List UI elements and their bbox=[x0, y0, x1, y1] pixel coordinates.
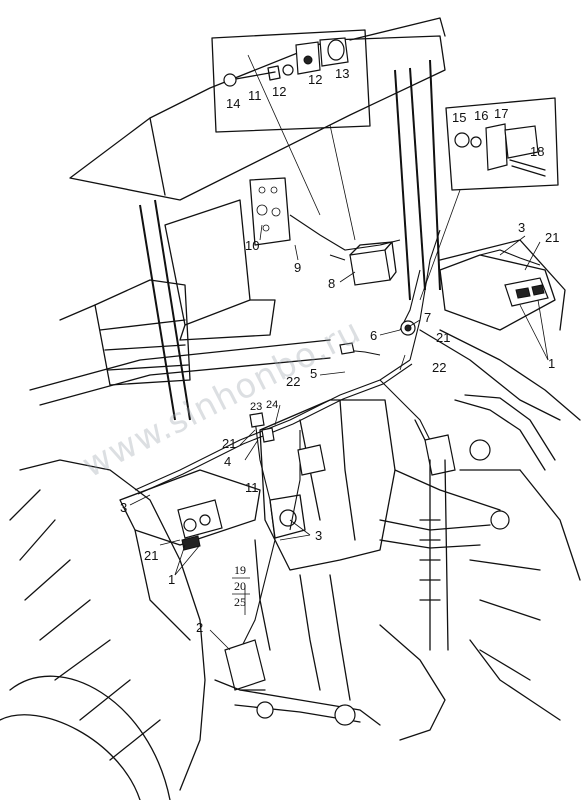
callout-10: 10 bbox=[245, 238, 259, 253]
three-point-hitch bbox=[214, 394, 556, 741]
callout-1: 1 bbox=[548, 356, 555, 371]
callout-21: 21 bbox=[144, 548, 158, 563]
callout-22: 22 bbox=[286, 374, 300, 389]
callout-11: 11 bbox=[245, 480, 259, 495]
inset-bolt-detail bbox=[211, 29, 371, 241]
fraction-20: 20 bbox=[234, 579, 246, 593]
rear-axle-housing bbox=[259, 399, 501, 571]
callout-8: 8 bbox=[328, 276, 335, 291]
callout-3: 3 bbox=[120, 500, 127, 515]
left-fender-lamp bbox=[119, 469, 261, 641]
callout-4: 4 bbox=[224, 454, 231, 469]
tractor-cab bbox=[29, 17, 566, 421]
callout-6: 6 bbox=[370, 328, 377, 343]
callout-3: 3 bbox=[315, 528, 322, 543]
callout-16: 16 bbox=[474, 108, 488, 123]
rear-wheel-right bbox=[439, 329, 581, 721]
callout-21: 21 bbox=[222, 436, 236, 451]
callout-2: 2 bbox=[196, 620, 203, 635]
callout-12: 12 bbox=[308, 72, 322, 87]
callout-22: 22 bbox=[432, 360, 446, 375]
leader-lines bbox=[129, 224, 549, 651]
rear-wheel-left bbox=[0, 459, 206, 800]
callout-3: 3 bbox=[518, 220, 525, 235]
dash-panel bbox=[249, 177, 401, 286]
fraction-label: 19 20 25 bbox=[232, 563, 250, 609]
wiring-harness bbox=[134, 229, 441, 651]
inset-bracket-detail bbox=[419, 97, 559, 301]
callout-13: 13 bbox=[335, 66, 349, 81]
callout-15: 15 bbox=[452, 110, 466, 125]
right-fender-lamp bbox=[439, 249, 556, 331]
callout-21: 21 bbox=[436, 330, 450, 345]
callout-11: 11 bbox=[248, 88, 262, 103]
callout-9: 9 bbox=[294, 260, 301, 275]
callout-5: 5 bbox=[310, 366, 317, 381]
callout-14: 14 bbox=[226, 96, 240, 111]
fraction-19: 19 bbox=[234, 563, 246, 577]
callout-1: 1 bbox=[168, 572, 175, 587]
callout-7: 7 bbox=[424, 310, 431, 325]
callout-17: 17 bbox=[494, 106, 508, 121]
fraction-25: 25 bbox=[234, 595, 246, 609]
callout-12: 12 bbox=[272, 84, 286, 99]
callout-23: 23 bbox=[250, 401, 262, 413]
callout-21: 21 bbox=[545, 230, 559, 245]
callout-18: 18 bbox=[530, 144, 544, 159]
callout-labels: 14 11 12 12 13 15 16 17 18 10 9 8 3 21 7… bbox=[120, 66, 559, 635]
callout-24: 24 bbox=[266, 399, 278, 411]
